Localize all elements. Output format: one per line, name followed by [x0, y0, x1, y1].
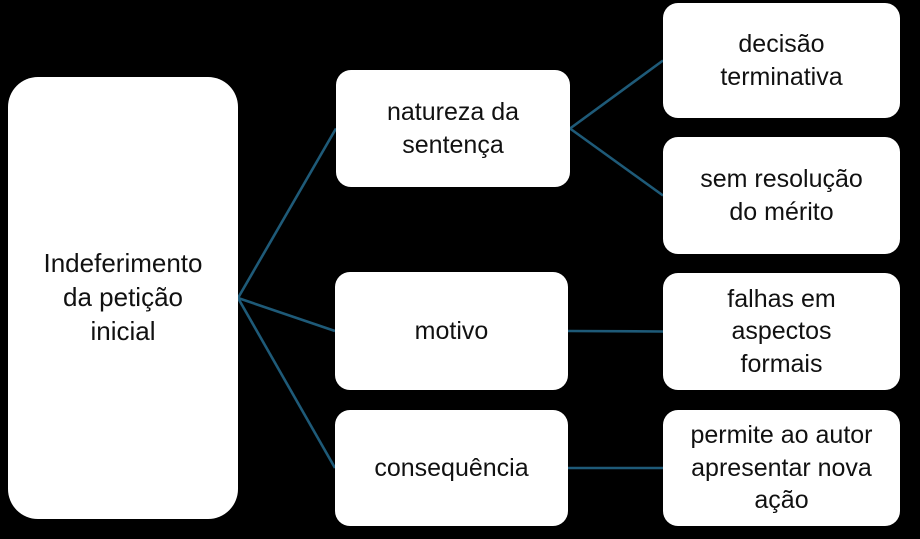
node-label: motivo — [414, 316, 489, 345]
node-natureza-da-sentenca: natureza da sentença — [336, 70, 570, 187]
node-label: falhas em aspectos formais — [727, 284, 836, 378]
node-motivo: motivo — [335, 272, 568, 390]
node-sem-resolucao-do-merito: sem resolução do mérito — [663, 137, 900, 254]
node-indeferimento-da-peticao-inicial: Indeferimento da petição inicial — [8, 77, 238, 519]
node-label: Indeferimento da petição inicial — [43, 248, 203, 346]
node-consequencia: consequência — [335, 410, 568, 526]
node-label: sem resolução do mérito — [700, 165, 863, 226]
node-permite-ao-autor-apresentar-nova-acao: permite ao autor apresentar nova ação — [663, 410, 900, 526]
node-decisao-terminativa: decisão terminativa — [663, 3, 900, 118]
node-label: decisão terminativa — [720, 30, 843, 91]
node-falhas-em-aspectos-formais: falhas em aspectos formais — [663, 273, 900, 390]
node-label: natureza da sentença — [386, 98, 520, 159]
node-label: permite ao autor apresentar nova ação — [690, 421, 873, 515]
node-label: consequência — [374, 453, 529, 482]
